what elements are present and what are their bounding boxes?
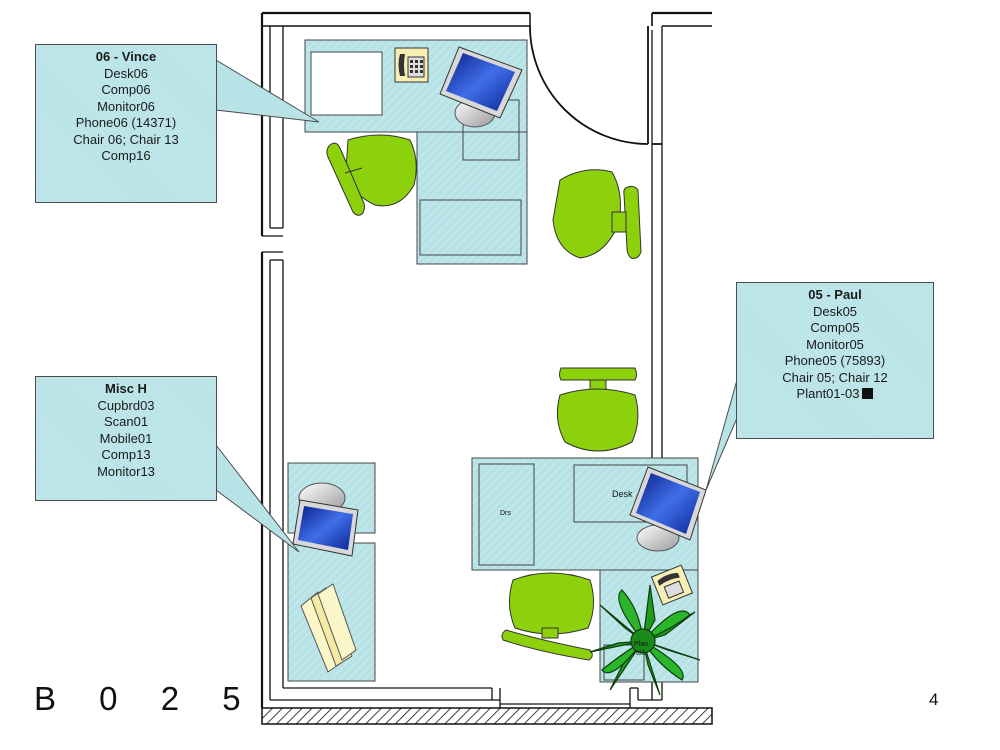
callout-paul-line: Phone05 (75893) <box>784 353 886 368</box>
plant-label-line-1: Plan <box>634 641 648 648</box>
phone-05-icon <box>650 564 694 606</box>
callout-vince-title: 06 - Vince <box>95 49 157 64</box>
callout-paul-line: Monitor05 <box>806 336 864 352</box>
callout-vince-line: Comp06 <box>101 82 151 97</box>
callout-misc-line: Cupbrd03 <box>97 397 155 413</box>
callout-vince-line: Chair 06; Chair 13 <box>73 131 179 147</box>
callout-misc-line: Mobile01 <box>99 430 153 446</box>
plant-icon <box>589 584 701 696</box>
callout-misc-line: Comp13 <box>101 447 151 462</box>
monitor-13-icon <box>292 499 359 557</box>
cupboard-icon <box>300 583 357 673</box>
callout-misc-line: Monitor13 <box>97 463 155 479</box>
callout-misc-h: Misc H Cupbrd03 Scan01 Mobile01 Comp13 M… <box>35 376 217 501</box>
monitor-06-icon <box>439 46 523 128</box>
callout-paul-title: 05 - Paul <box>808 287 862 302</box>
callout-vince-line: Phone06 (14371) <box>75 115 177 130</box>
callout-paul: 05 - Paul Desk05 Comp05 Monitor05 Phone0… <box>736 282 934 439</box>
callout-paul-plant-text: Plant01-03 <box>796 386 860 401</box>
callout-paul-plant-line: Plant01-03 <box>737 386 933 403</box>
callout-paul-line: Comp05 <box>810 320 860 335</box>
callout-vince-line: Desk06 <box>103 65 149 81</box>
walls <box>260 11 712 708</box>
callout-misc-line: Scan01 <box>103 414 149 429</box>
desk-label: Desk <box>612 489 633 499</box>
door-swing <box>529 25 662 145</box>
chair-13-icon <box>552 169 642 259</box>
exterior-wall-hatch <box>261 707 713 725</box>
plant-label-line-2: t01 <box>636 650 646 657</box>
phone-06-icon <box>394 47 429 83</box>
black-square-icon <box>862 388 874 399</box>
callout-paul-line: Chair 05; Chair 12 <box>782 369 888 385</box>
callout-paul-line: Desk05 <box>812 303 858 319</box>
callout-misc-title: Misc H <box>105 381 147 396</box>
drawers-label: Drs <box>500 510 511 517</box>
chair-12-icon <box>556 367 639 452</box>
room-label: B 0 2 5 <box>34 680 258 717</box>
callout-vince-line: Comp16 <box>101 148 151 163</box>
callout-vince: 06 - Vince Desk06 Comp06 Monitor06 Phone… <box>35 44 217 203</box>
chair-06-icon <box>326 134 417 216</box>
callout-vince-line: Monitor06 <box>97 98 155 114</box>
page-number: 4 <box>929 690 939 709</box>
monitor-05-icon <box>629 466 707 552</box>
chair-05-icon <box>501 572 594 661</box>
